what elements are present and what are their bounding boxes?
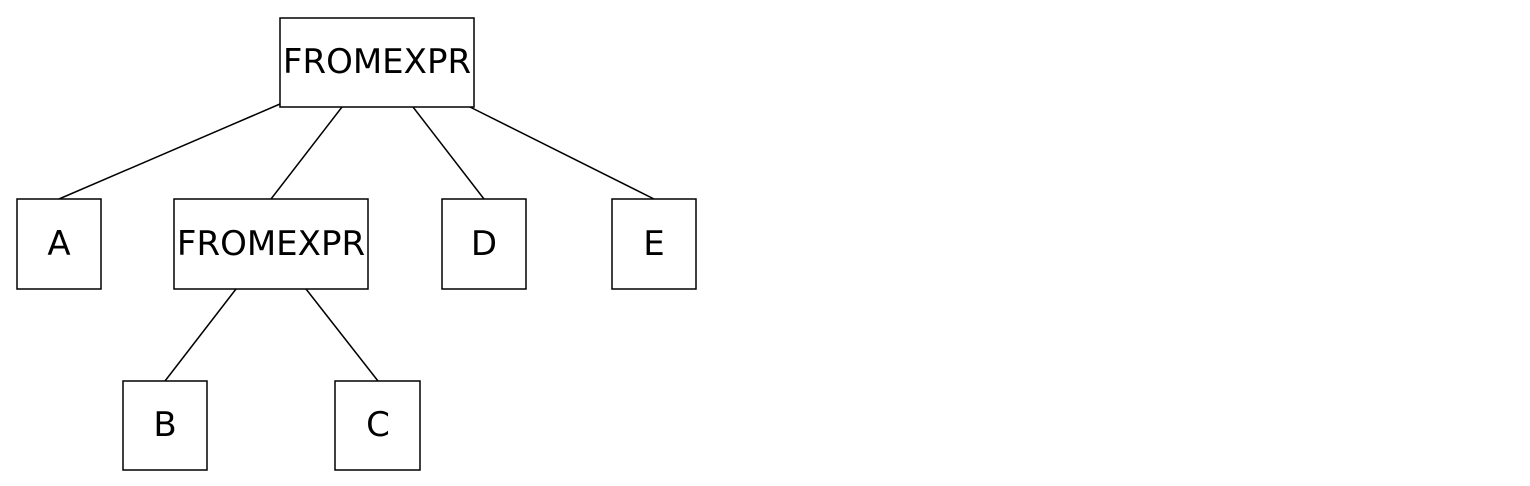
node-label: FROMEXPR bbox=[283, 42, 471, 82]
node-box bbox=[279, 17, 475, 108]
node-box bbox=[16, 198, 102, 290]
edge-inner-b bbox=[164, 288, 237, 382]
edge-root-d bbox=[412, 106, 485, 200]
node-box bbox=[122, 380, 208, 471]
node-label: C bbox=[366, 405, 390, 445]
node-box bbox=[334, 380, 421, 471]
node-label: B bbox=[153, 405, 176, 445]
node-box bbox=[173, 198, 369, 290]
node-label: D bbox=[471, 224, 497, 264]
node-label: E bbox=[643, 224, 664, 264]
tree-node-inner: FROMEXPR bbox=[173, 198, 369, 290]
tree-node-e: E bbox=[611, 198, 697, 290]
edge-inner-c bbox=[305, 288, 379, 382]
tree-node-root: FROMEXPR bbox=[279, 17, 475, 108]
tree-node-c: C bbox=[334, 380, 421, 471]
tree-node-a: A bbox=[16, 198, 102, 290]
tree-node-d: D bbox=[441, 198, 527, 290]
node-label: A bbox=[47, 224, 70, 264]
edge-root-e bbox=[469, 106, 655, 200]
tree-node-b: B bbox=[122, 380, 208, 471]
node-box bbox=[611, 198, 697, 290]
node-box bbox=[441, 198, 527, 290]
edge-root-inner bbox=[270, 106, 343, 200]
node-label: FROMEXPR bbox=[177, 224, 365, 264]
edge-root-a bbox=[58, 103, 281, 200]
